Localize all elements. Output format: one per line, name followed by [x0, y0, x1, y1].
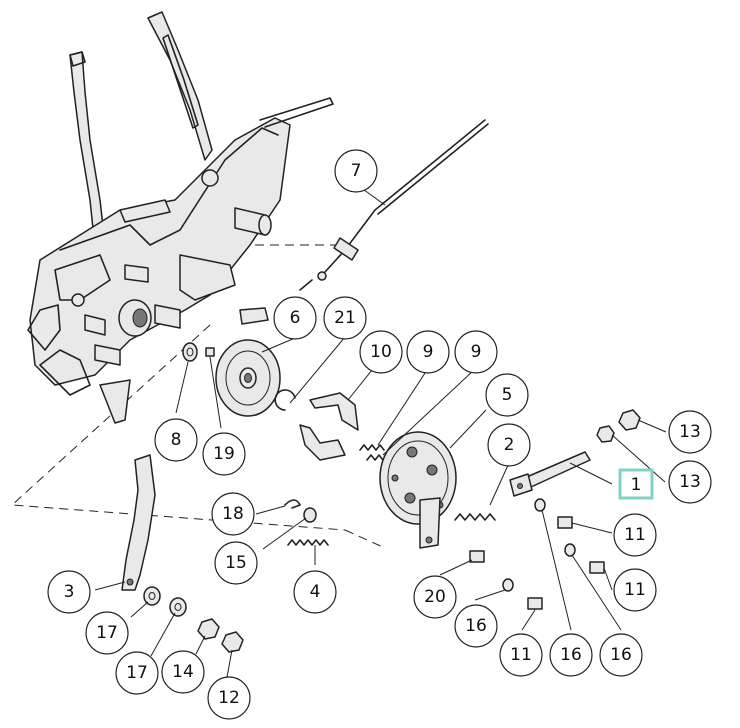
washer-and-key — [182, 342, 215, 362]
pulley-part-6 — [215, 339, 281, 417]
callout-13b[interactable]: 13 — [668, 460, 712, 504]
svg-text:13: 13 — [679, 422, 701, 442]
leader-lines — [94, 186, 667, 678]
svg-text:6: 6 — [290, 308, 301, 328]
callout-7[interactable]: 7 — [334, 149, 378, 193]
brake-shoes-part-10 — [299, 392, 359, 461]
callout-17b[interactable]: 17 — [115, 651, 159, 695]
bolts-and-washers — [469, 498, 605, 610]
svg-text:5: 5 — [502, 385, 513, 405]
svg-text:7: 7 — [351, 161, 362, 181]
svg-text:1: 1 — [631, 475, 642, 495]
callout-21[interactable]: 21 — [323, 296, 367, 340]
svg-text:8: 8 — [171, 430, 182, 450]
callout-19[interactable]: 19 — [202, 432, 246, 476]
lever-part-3 — [121, 454, 156, 591]
callout-13a[interactable]: 13 — [668, 410, 712, 454]
svg-text:9: 9 — [471, 342, 482, 362]
svg-text:13: 13 — [679, 472, 701, 492]
svg-text:11: 11 — [624, 525, 646, 545]
callout-16b[interactable]: 16 — [549, 633, 593, 677]
svg-text:18: 18 — [222, 504, 244, 524]
brake-drum-part-5 — [379, 431, 457, 549]
svg-text:3: 3 — [64, 582, 75, 602]
frame-assembly — [27, 11, 334, 424]
callout-1[interactable]: 1 — [618, 468, 654, 500]
svg-text:10: 10 — [370, 342, 392, 362]
cable-part-7 — [299, 119, 489, 291]
svg-text:17: 17 — [126, 663, 148, 683]
small-parts-18-15-4 — [284, 499, 329, 546]
callout-4[interactable]: 4 — [293, 570, 337, 614]
callout-9b[interactable]: 9 — [454, 330, 498, 374]
svg-text:12: 12 — [218, 688, 240, 708]
callout-11c[interactable]: 11 — [499, 633, 543, 677]
spring-part-2 — [454, 513, 496, 521]
callout-17a[interactable]: 17 — [85, 611, 129, 655]
callout-18[interactable]: 18 — [211, 492, 255, 536]
callout-2[interactable]: 2 — [487, 423, 531, 467]
callout-10[interactable]: 10 — [359, 330, 403, 374]
snap-ring-part-21 — [274, 389, 296, 411]
callout-5[interactable]: 5 — [485, 373, 529, 417]
svg-text:16: 16 — [610, 645, 632, 665]
callout-15[interactable]: 15 — [214, 541, 258, 585]
svg-text:14: 14 — [172, 662, 194, 682]
callout-6[interactable]: 6 — [273, 296, 317, 340]
svg-text:9: 9 — [423, 342, 434, 362]
svg-text:2: 2 — [504, 435, 515, 455]
callout-12[interactable]: 12 — [207, 676, 251, 720]
callout-16c[interactable]: 16 — [599, 633, 643, 677]
callout-14[interactable]: 14 — [161, 650, 205, 694]
svg-text:15: 15 — [225, 553, 247, 573]
svg-text:16: 16 — [560, 645, 582, 665]
svg-text:17: 17 — [96, 623, 118, 643]
callout-11b[interactable]: 11 — [613, 568, 657, 612]
callout-11a[interactable]: 11 — [613, 513, 657, 557]
svg-text:20: 20 — [424, 587, 446, 607]
callout-20[interactable]: 20 — [413, 575, 457, 619]
washers-nuts-lower — [143, 586, 244, 653]
callout-8[interactable]: 8 — [154, 418, 198, 462]
svg-text:4: 4 — [310, 582, 321, 602]
rod-part-1 — [509, 451, 591, 497]
svg-text:11: 11 — [624, 580, 646, 600]
svg-text:16: 16 — [465, 616, 487, 636]
callout-16a[interactable]: 16 — [454, 604, 498, 648]
svg-text:11: 11 — [510, 645, 532, 665]
callouts: 1 2 3 4 5 6 7 8 — [47, 149, 712, 720]
callout-3[interactable]: 3 — [47, 570, 91, 614]
svg-text:21: 21 — [334, 308, 356, 328]
svg-text:19: 19 — [213, 444, 235, 464]
callout-9a[interactable]: 9 — [406, 330, 450, 374]
nuts-part-13 — [596, 409, 641, 443]
